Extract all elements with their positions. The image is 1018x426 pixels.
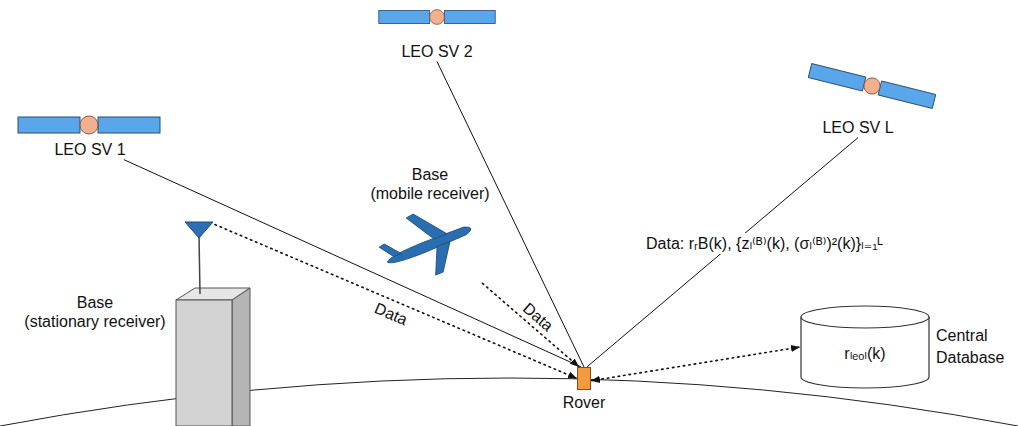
solar-panel — [18, 117, 80, 133]
node-label: LEO SV L — [822, 118, 893, 137]
solar-panel — [878, 81, 936, 108]
satellite-label: LEO SV 2 — [399, 42, 474, 61]
satellite-label: LEO SV 1 — [52, 140, 127, 159]
data-link-arrow — [215, 225, 577, 379]
node-label: Base — [20, 293, 170, 312]
link-label: Data — [517, 297, 558, 336]
building-front — [176, 300, 232, 426]
data-link-arrow — [591, 347, 800, 381]
signal-line — [124, 160, 581, 367]
node-label: Rover — [563, 393, 606, 412]
link-label: Data — [369, 298, 411, 330]
solar-panel — [379, 10, 430, 23]
mobile-base-station: Base(mobile receiver) — [355, 165, 505, 283]
solar-panel — [98, 117, 160, 133]
satellite-icon — [808, 63, 936, 110]
satellite-label: LEO SV L — [820, 118, 895, 137]
antenna-icon — [183, 215, 215, 295]
database-cylinder: rₗₑₒₗ(k)Central Database — [800, 305, 1004, 389]
stationary-base-station: Base(stationary receiver) — [20, 215, 215, 335]
node-label: LEO SV 1 — [54, 140, 125, 159]
cylinder-top — [801, 306, 929, 328]
solar-panel — [444, 10, 495, 23]
signal-line — [437, 62, 584, 367]
node-label: rₗₑₒₗ(k) — [800, 330, 930, 363]
node-label: (mobile receiver) — [355, 184, 505, 203]
data-link-arrow — [483, 283, 580, 367]
node-label: Central Database — [936, 325, 1004, 368]
node-label: LEO SV 2 — [401, 42, 472, 61]
airplane-icon — [355, 203, 505, 283]
airplane-part — [406, 205, 447, 246]
airplane-icon — [372, 196, 482, 291]
airplane-part — [426, 242, 460, 276]
rover-receiver: Rover — [577, 367, 591, 390]
data-annotation: Data: rᵣB(k), {zₗ⁽ᴮ⁾(k), (σₗ⁽ᴮ⁾)²(k)}ₗ₌₁… — [643, 233, 886, 254]
node-label: (stationary receiver) — [20, 312, 170, 331]
antenna-dish — [185, 222, 213, 238]
node-label: Base — [355, 165, 505, 184]
satellite-icon — [379, 10, 495, 25]
satellite-body — [862, 76, 882, 96]
satellite-body — [430, 10, 445, 25]
airplane-part — [379, 240, 401, 261]
building-side — [232, 288, 250, 426]
solar-panel — [808, 64, 866, 91]
satellite-icon — [18, 116, 160, 134]
antenna-mast — [199, 235, 200, 294]
satellite-body — [80, 116, 98, 134]
